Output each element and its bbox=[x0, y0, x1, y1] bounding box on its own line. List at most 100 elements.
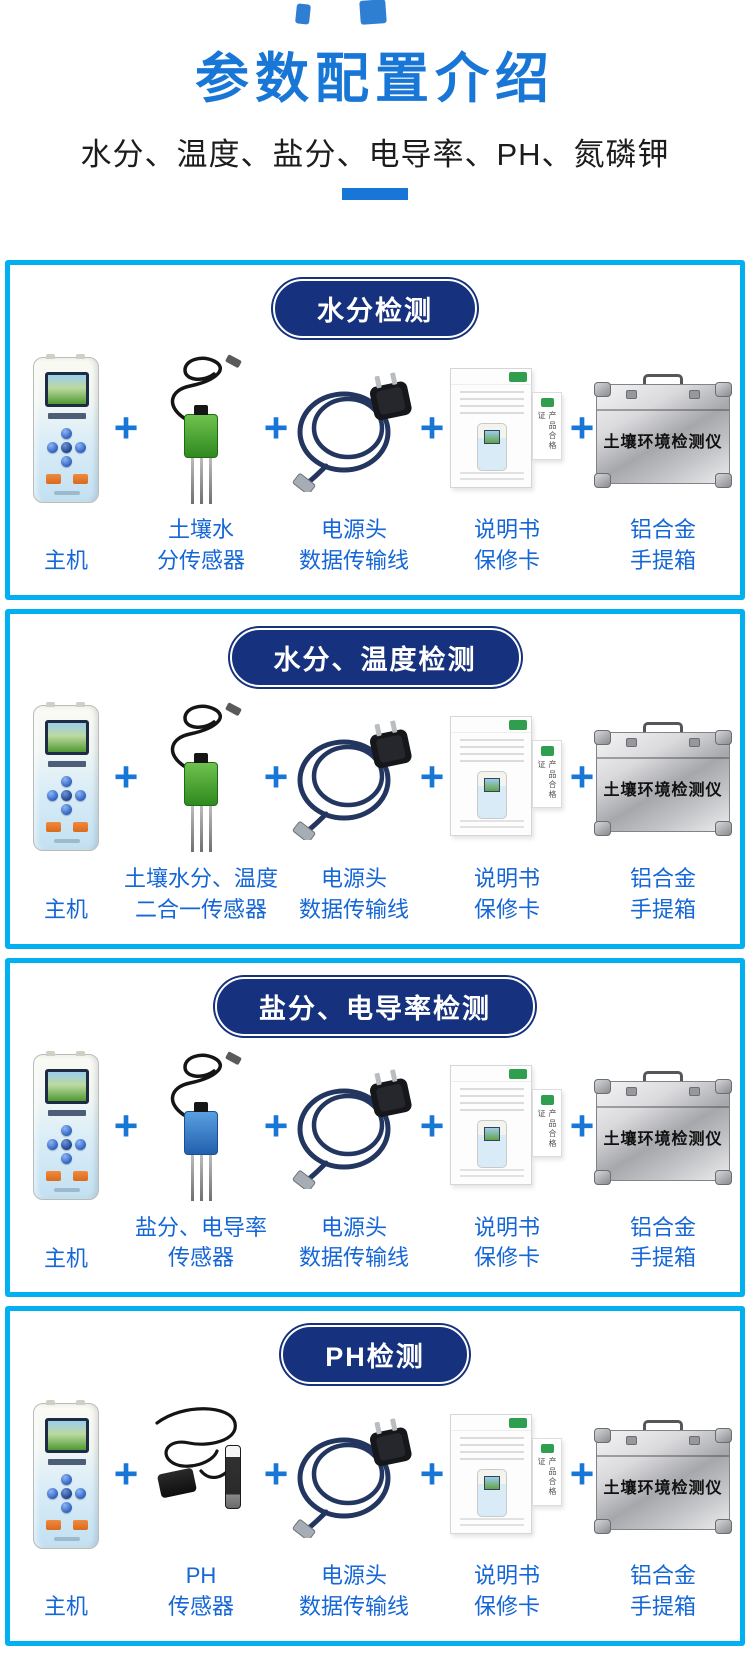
case-latch bbox=[626, 389, 637, 399]
cable-image-area bbox=[290, 1398, 418, 1553]
item-label: PH 传感器 bbox=[113, 1561, 289, 1623]
manual-header bbox=[451, 1066, 531, 1083]
power-data-cable-image bbox=[290, 716, 418, 843]
item-label-line: 传感器 bbox=[167, 1594, 234, 1620]
sensor-body bbox=[184, 1102, 218, 1156]
case-corner bbox=[715, 472, 732, 488]
sensor-prong bbox=[209, 457, 212, 504]
item-label-line: 铝合金 bbox=[629, 517, 696, 542]
handheld-meter-image bbox=[33, 1399, 99, 1549]
kit-item-case: 土壤环境检测仪 铝合金 手提箱 bbox=[594, 1398, 732, 1623]
kit-item-manual: 产品合格证 说明书 保修卡 bbox=[446, 352, 568, 577]
device-antenna-nubs bbox=[46, 702, 55, 708]
item-label-line: 分传感器 bbox=[156, 547, 245, 573]
case-latch bbox=[626, 738, 637, 748]
manual-warranty-image: 产品合格证 bbox=[446, 714, 568, 842]
ph-probe bbox=[225, 1444, 241, 1509]
sensor-prong bbox=[191, 457, 194, 504]
salinity-ec-sensor-image bbox=[146, 1051, 256, 1203]
warranty-card: 产品合格证 bbox=[532, 391, 562, 460]
brand-logo-icon bbox=[540, 1095, 554, 1105]
cable-image-area bbox=[290, 352, 418, 507]
ph-sensor-image bbox=[143, 1401, 259, 1551]
sensor-prong bbox=[191, 1155, 194, 1202]
manual-image-area: 产品合格证 bbox=[446, 1398, 568, 1553]
case-latch bbox=[689, 1435, 700, 1445]
case-handle bbox=[643, 1071, 683, 1084]
warranty-card: 产品合格证 bbox=[532, 1089, 562, 1158]
device-key-down bbox=[61, 1501, 72, 1513]
item-label-line: 主机 bbox=[43, 548, 88, 573]
section-moisture-temp-detection: 水分、温度检测 bbox=[5, 608, 745, 949]
item-label-line: 主机 bbox=[43, 896, 88, 922]
section-ph-detection: PH检测 bbox=[5, 1306, 745, 1647]
brand-logo-icon bbox=[509, 720, 527, 731]
kit-row: 主机 + bbox=[18, 352, 732, 577]
device-key-orange-left bbox=[46, 1171, 61, 1182]
moisture-temp-sensor-image bbox=[146, 702, 256, 854]
device-key-right bbox=[75, 441, 86, 453]
decor-fragment-left bbox=[294, 3, 312, 25]
item-label-line: 说明书 bbox=[473, 865, 540, 891]
main-unit-image-area bbox=[33, 352, 99, 507]
sensor-body bbox=[184, 404, 218, 458]
case-image-area: 土壤环境检测仪 bbox=[594, 1050, 732, 1205]
kit-item-main-unit: 主机 bbox=[20, 1398, 112, 1623]
manual-booklet bbox=[450, 716, 532, 837]
item-label-line: 电源头 bbox=[320, 865, 387, 891]
item-label-line: 主机 bbox=[43, 1245, 88, 1271]
manual-text-lines bbox=[460, 1436, 524, 1463]
item-label-line: 保修卡 bbox=[473, 1594, 540, 1620]
cert-card-text: 产品合格证 bbox=[537, 759, 557, 800]
case-body: 土壤环境检测仪 bbox=[596, 1429, 730, 1530]
kit-item-sensor: 盐分、电导率 传感器 bbox=[135, 1050, 267, 1275]
manual-footer-lines bbox=[460, 1169, 524, 1180]
power-data-cable-image bbox=[290, 368, 418, 495]
brand-logo-icon bbox=[540, 397, 554, 407]
cert-card-text: 产品合格证 bbox=[537, 411, 557, 451]
case-corner bbox=[715, 1079, 732, 1095]
manual-text-lines bbox=[460, 1088, 524, 1115]
aluminum-case-image: 土壤环境检测仪 bbox=[594, 722, 732, 837]
case-image-area: 土壤环境检测仪 bbox=[594, 352, 732, 507]
case-image-area: 土壤环境检测仪 bbox=[594, 1398, 732, 1553]
kit-item-cable: 电源头 数据传输线 bbox=[290, 352, 418, 577]
device-key-up bbox=[61, 1473, 72, 1485]
kit-item-main-unit: 主机 bbox=[20, 701, 112, 926]
kit-item-manual: 产品合格证 说明书 保修卡 bbox=[446, 1050, 568, 1275]
sensor-prong bbox=[200, 806, 203, 853]
section-title-wrap: 水分检测 bbox=[18, 279, 732, 338]
item-label: 土壤水分、温度 二合一传感器 bbox=[113, 864, 289, 926]
device-screen bbox=[45, 720, 89, 756]
brand-logo-icon bbox=[540, 1443, 554, 1454]
sensor-image-area bbox=[146, 352, 256, 507]
section-title: 水分、温度检测 bbox=[229, 627, 521, 687]
power-data-cable-image bbox=[290, 1065, 418, 1192]
device-key-orange-right bbox=[73, 1519, 88, 1530]
item-label-line: 说明书 bbox=[473, 1563, 540, 1589]
manual-booklet bbox=[450, 1065, 532, 1186]
case-latch bbox=[689, 1087, 700, 1097]
brand-logo-icon bbox=[509, 1069, 527, 1080]
manual-device-photo bbox=[477, 1468, 507, 1517]
case-corner bbox=[715, 1170, 732, 1186]
item-label-line: 铝合金 bbox=[629, 1214, 696, 1240]
kit-row: 主机 + bbox=[18, 701, 732, 926]
cable-loop-graphic bbox=[292, 1069, 412, 1192]
item-label: 电源头 数据传输线 bbox=[266, 864, 442, 926]
kit-item-main-unit: 主机 bbox=[20, 1050, 112, 1275]
manual-footer-lines bbox=[460, 471, 524, 482]
case-latch bbox=[689, 389, 700, 399]
plus-separator: + bbox=[113, 1450, 139, 1498]
sensor-prong bbox=[209, 1155, 212, 1202]
item-label: 说明书 保修卡 bbox=[419, 515, 595, 577]
manual-header bbox=[451, 717, 531, 734]
aluminum-case-image: 土壤环境检测仪 bbox=[594, 373, 732, 488]
device-key-left bbox=[47, 1139, 58, 1151]
item-label: 主机 bbox=[0, 546, 154, 577]
cable-loop-graphic bbox=[292, 1418, 412, 1541]
case-corner bbox=[715, 730, 732, 746]
item-label-line: 铝合金 bbox=[629, 1563, 696, 1589]
manual-text-lines bbox=[460, 390, 524, 417]
manual-text-lines bbox=[460, 739, 524, 766]
